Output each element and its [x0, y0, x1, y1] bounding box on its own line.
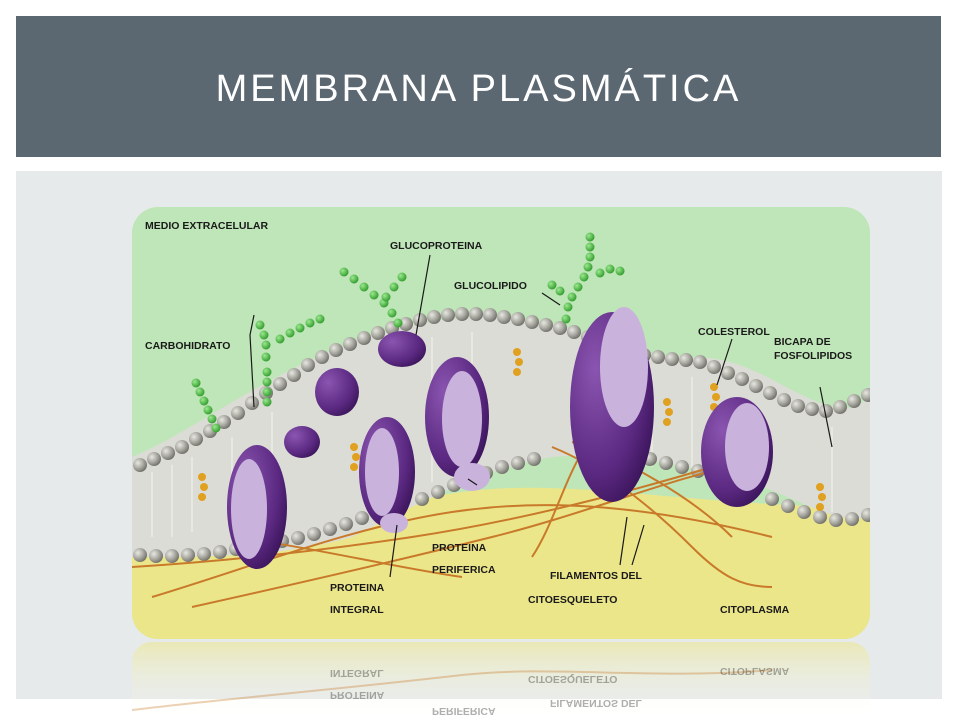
integral-protein-left [227, 445, 287, 569]
glycoprotein-body [378, 331, 426, 367]
label-glucoproteina: GLUCOPROTEINA [390, 240, 483, 252]
label-bicapa-line1: BICAPA DE [774, 336, 831, 348]
integral-protein-large [570, 307, 654, 502]
label-medio-extracelular: MEDIO EXTRACELULAR [145, 220, 269, 232]
reflection-label-proteina: PROTEINA [330, 689, 385, 701]
membrane-diagram: MEDIO EXTRACELULAR GLUCOPROTEINA GLUCOLI… [132, 207, 870, 639]
reflection-label-citoesqueleto: CITOESQUELETO [528, 673, 617, 685]
label-filamentos-line2: CITOESQUELETO [528, 594, 617, 606]
label-glucolipido: GLUCOLIPIDO [454, 280, 527, 292]
reflection-label-integral: INTEGRAL [330, 667, 384, 679]
reflection-label-periferica: PERIFERICA [432, 705, 496, 717]
integral-protein-center [359, 417, 415, 533]
lipid-bilayer-band [132, 317, 870, 557]
label-carbohidrato: CARBOHIDRATO [145, 340, 230, 352]
diagram-reflection: INTEGRAL PROTEINA CITOESQUELETO FILAMENT… [132, 642, 870, 720]
label-bicapa-line2: FOSFOLIPIDOS [774, 350, 852, 362]
reflection-label-filamentos: FILAMENTOS DEL [550, 697, 643, 709]
cholesterol-molecules [198, 348, 826, 511]
label-proteina-integral-line1: PROTEINA [330, 582, 385, 594]
label-proteina-periferica-line1: PROTEINA [432, 542, 487, 554]
title-bar: MEMBRANA PLASMÁTICA [16, 16, 941, 157]
integral-protein-mid [425, 357, 490, 491]
small-protein [284, 368, 359, 458]
leader-lines [249, 254, 833, 578]
label-filamentos-line1: FILAMENTOS DEL [550, 570, 643, 582]
slide-title: MEMBRANA PLASMÁTICA [215, 68, 742, 110]
label-proteina-integral-line2: INTEGRAL [330, 604, 384, 616]
integral-protein-right [701, 397, 773, 507]
label-colesterol: COLESTEROL [698, 326, 770, 338]
carbohydrate-chains [191, 232, 625, 433]
label-proteina-periferica-line2: PERIFERICA [432, 564, 496, 576]
reflection-label-citoplasma: CITOPLASMA [720, 665, 790, 677]
label-citoplasma: CITOPLASMA [720, 604, 790, 616]
